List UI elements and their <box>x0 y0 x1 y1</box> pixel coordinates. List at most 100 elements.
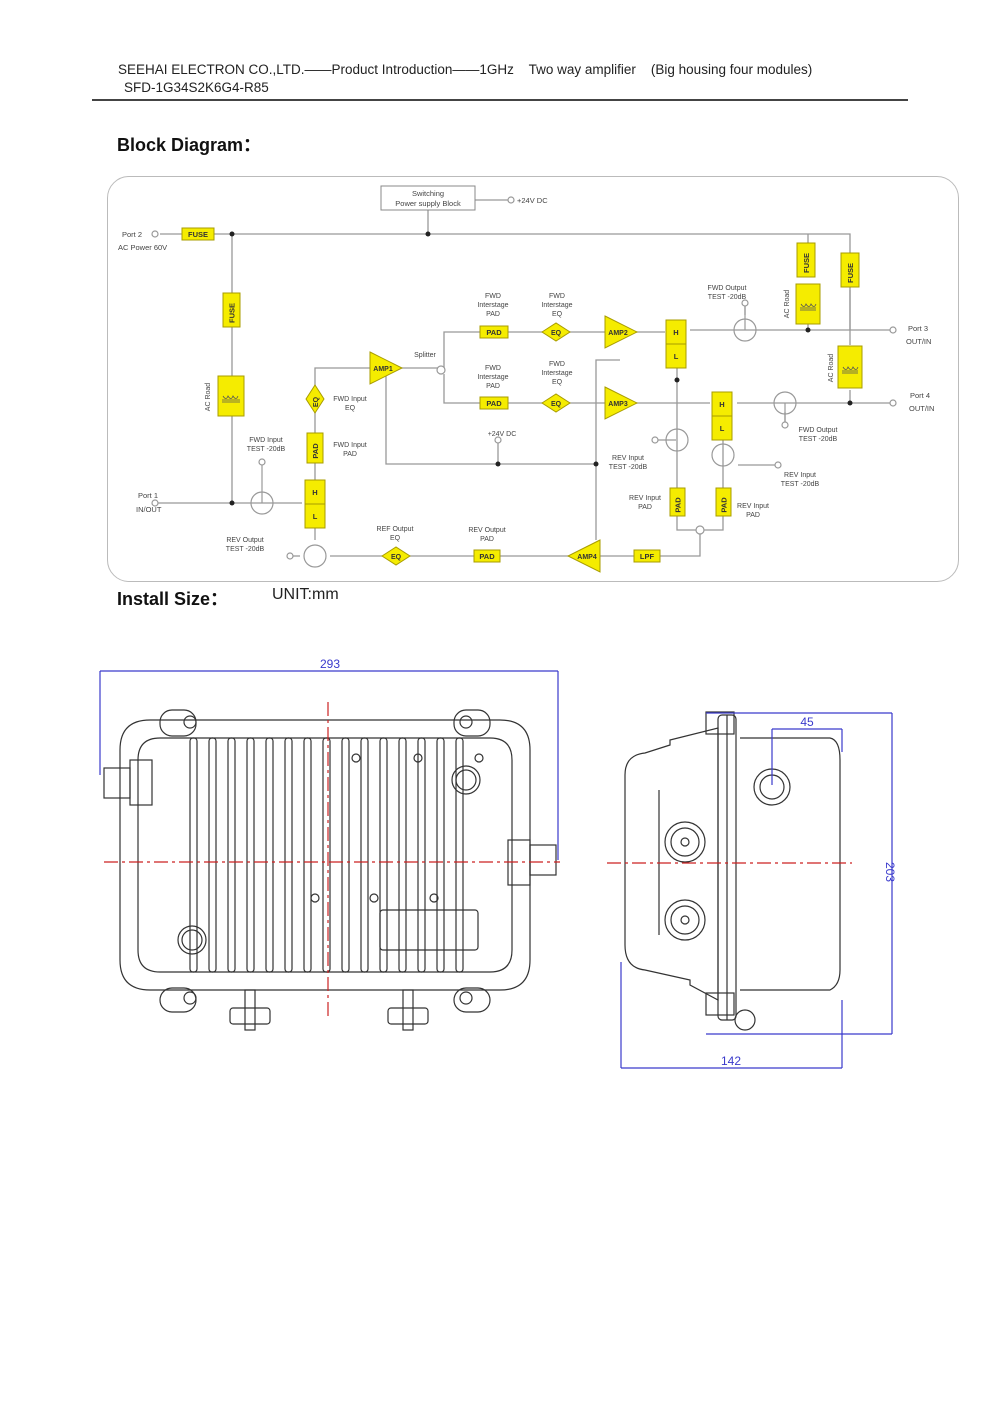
header-model: SFD-1G34S2K6G4-R85 <box>124 80 269 95</box>
side-view <box>624 711 841 1031</box>
port4-desc: OUT/IN <box>909 404 934 413</box>
ac-road-port4 <box>837 345 863 389</box>
heat-fin <box>417 737 426 973</box>
rev-output-test-text-1: TEST -20dB <box>226 546 265 553</box>
rev-input-pad-b <box>715 487 732 517</box>
heat-fin <box>265 737 274 973</box>
heat-fin <box>322 737 331 973</box>
rev-input-pad-a-text-1: PAD <box>638 504 652 511</box>
fwd-output-test4-text-1: TEST -20dB <box>799 436 838 443</box>
rev-input-test-b-text-0: REV Input <box>784 472 816 479</box>
dim-depth: 142 <box>721 1054 741 1068</box>
dim-height: 203 <box>883 862 897 882</box>
ref-output-eq-text-1: EQ <box>390 535 401 542</box>
fwd-interstage-pad-bot-label: PAD <box>486 399 502 408</box>
front-view <box>103 709 557 1031</box>
block-diagram-panel <box>107 176 959 582</box>
port2-label: Port 2 <box>122 230 142 239</box>
ref-output-eq-text-0: REF Output <box>377 526 414 533</box>
rev-output-pad-text-1: PAD <box>480 536 494 543</box>
heat-fin <box>360 737 369 973</box>
fwd-output-test3-text-0: FWD Output <box>708 285 747 292</box>
fuse-port3-label: FUSE <box>802 253 811 273</box>
fuse-vertical-left-label: FUSE <box>228 303 237 323</box>
heat-fin <box>379 737 388 973</box>
dim-port-offset: 45 <box>800 715 814 729</box>
fuse-vertical-left <box>222 292 241 328</box>
port2-terminal <box>151 230 159 238</box>
power-supply-line1: Switching <box>412 189 444 198</box>
rev-input-pad-a-text-0: REV Input <box>629 495 661 502</box>
heat-fin <box>436 737 445 973</box>
fwd-ipad-top-text-0: FWD <box>485 293 501 300</box>
heat-fin <box>455 737 464 973</box>
rev-input-test-coupler-a <box>665 428 689 452</box>
fuse-port4-label: FUSE <box>846 263 855 283</box>
fwd-ieq-top-text-2: EQ <box>552 311 563 318</box>
diplexer-port3-l <box>665 343 687 369</box>
heat-fin <box>303 737 312 973</box>
rev-input-pad-a <box>669 487 686 517</box>
ac-road-port3 <box>795 283 821 325</box>
fwd-output-test4-text-0: FWD Output <box>799 427 838 434</box>
fwd-diplexer-port1-l-label: L <box>313 512 318 521</box>
amp1-label: AMP1 <box>373 366 393 373</box>
fuse-port4 <box>840 252 860 288</box>
splitter-label: Splitter <box>414 352 436 359</box>
header-divider <box>92 99 908 101</box>
fuse-port2-label: FUSE <box>188 230 208 239</box>
centerlines <box>104 702 852 1018</box>
fwd-interstage-pad-top <box>479 325 509 339</box>
fwd-input-test-text-1: TEST -20dB <box>247 446 286 453</box>
ref-output-eq <box>381 546 411 566</box>
fuse-port3 <box>796 242 816 278</box>
lpf-label: LPF <box>640 552 655 561</box>
fwd-ipad-bot-text-1: Interstage <box>477 374 508 381</box>
ac-road-left-text: AC Road <box>205 383 212 412</box>
rev-output-pad-label: PAD <box>479 552 495 561</box>
fwd-input-eq-label: EQ <box>313 396 320 407</box>
ac-road-left <box>217 375 245 417</box>
fwd-interstage-eq-top <box>541 322 571 342</box>
rev-input-pad-b-label: PAD <box>720 497 729 513</box>
amp3-label: AMP3 <box>608 401 628 408</box>
port3-terminal <box>889 326 897 334</box>
heat-fin <box>189 737 198 973</box>
fuse-port2 <box>181 227 215 241</box>
fwd-ieq-top-text-1: Interstage <box>541 302 572 309</box>
ac-road-port3-text: AC Road <box>784 290 791 319</box>
amp3 <box>604 386 639 420</box>
fwd-interstage-pad-bot <box>479 396 509 410</box>
fwd-input-test-text-0: FWD Input <box>249 437 283 444</box>
fwd-ieq-bot-text-2: EQ <box>552 379 563 386</box>
power-supply-dc: +24V DC <box>517 196 548 205</box>
port-terminals <box>151 196 897 560</box>
dc24-label: +24V DC <box>488 431 517 438</box>
diplexer-port4-l-label: L <box>720 424 725 433</box>
fwd-interstage-eq-bot <box>541 393 571 413</box>
combiner-node <box>695 525 705 535</box>
rev-input-test-b-text-1: TEST -20dB <box>781 481 820 488</box>
ref-output-eq-label: EQ <box>391 554 402 561</box>
port4-label: Port 4 <box>910 391 930 400</box>
fwd-interstage-eq-bot-label: EQ <box>551 401 562 408</box>
diplexer-port4-l <box>711 415 733 441</box>
fwd-interstage-eq-top-label: EQ <box>551 330 562 337</box>
dimension-labels: 293 142 45 203 <box>320 657 897 1068</box>
couplers <box>250 306 797 568</box>
fwd-interstage-pad-top-label: PAD <box>486 328 502 337</box>
heat-fin <box>341 737 350 973</box>
fwd-diplexer-port1-l <box>304 503 326 529</box>
block-diagram: Switching Power supply Block +24V DC Por… <box>118 185 934 573</box>
port3-desc: OUT/IN <box>906 337 931 346</box>
port4-terminal <box>889 399 897 407</box>
diplexer-port4-h-label: H <box>719 400 724 409</box>
lpf <box>633 549 661 563</box>
header-title: SEEHAI ELECTRON CO.,LTD.——Product Introd… <box>118 62 813 77</box>
dim-width: 293 <box>320 657 340 671</box>
rev-input-test-a-text-0: REV Input <box>612 455 644 462</box>
junction-dots <box>229 231 853 506</box>
fwd-ieq-bot-text-0: FWD <box>549 361 565 368</box>
rev-output-pad-text-0: REV Output <box>468 527 505 534</box>
